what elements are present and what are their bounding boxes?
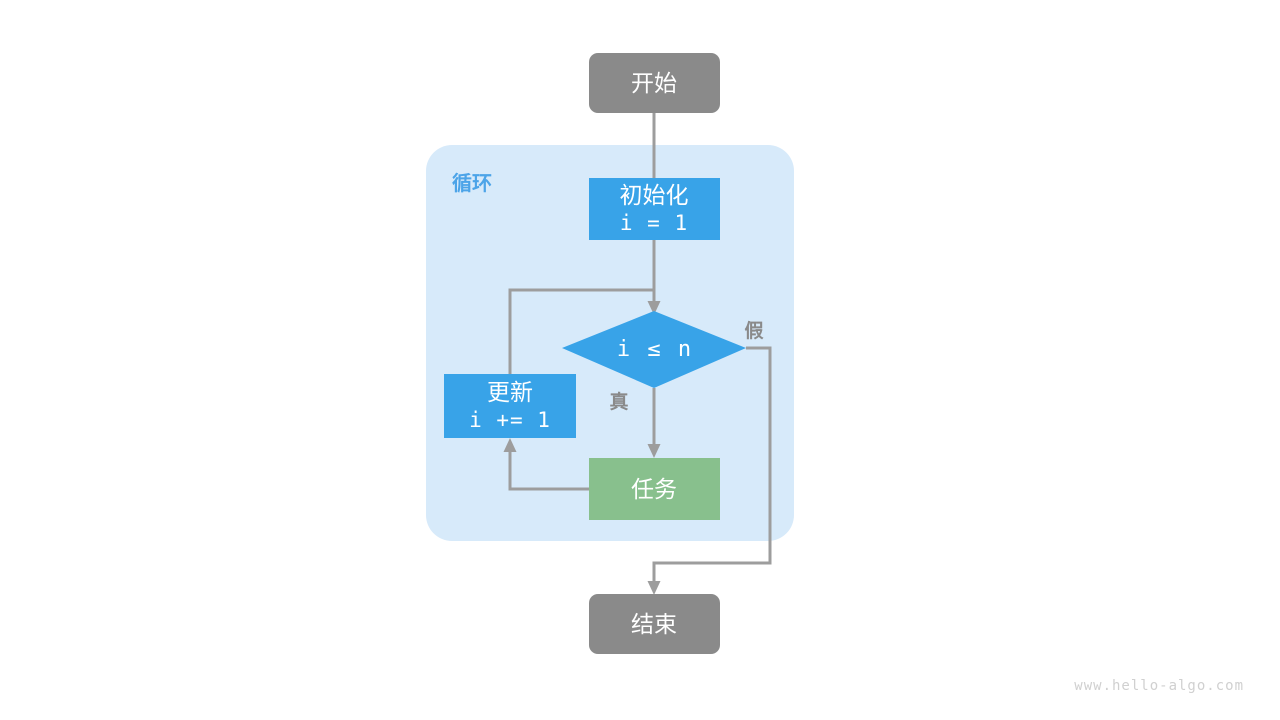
edge-task-to-update — [503, 438, 589, 491]
node-init-shape — [589, 178, 720, 240]
node-start[interactable]: 开始 — [589, 53, 720, 113]
node-init-code: i = 1 — [620, 211, 688, 235]
node-end-shape — [589, 594, 720, 654]
node-update-code: i += 1 — [469, 408, 551, 432]
edge-label-true: 真 — [609, 390, 628, 413]
edge-cond-to-end — [647, 346, 772, 595]
node-start-shape — [589, 53, 720, 113]
node-task-label: 任务 — [631, 476, 677, 502]
node-condition-code: i ≤ n — [617, 337, 693, 362]
node-task-shape — [589, 458, 720, 520]
loop-group-label: 循环 — [452, 171, 492, 195]
edge-update-to-cond — [508, 288, 654, 374]
node-task[interactable]: 任务 — [589, 458, 720, 520]
node-init-label: 初始化 — [620, 182, 689, 208]
node-end-label: 结束 — [631, 611, 677, 637]
node-update[interactable]: 更新 i += 1 — [444, 374, 576, 438]
node-update-shape — [444, 374, 576, 438]
node-init[interactable]: 初始化 i = 1 — [589, 178, 720, 240]
node-start-label: 开始 — [631, 70, 677, 96]
node-end[interactable]: 结束 — [589, 594, 720, 654]
edge-init-to-cond — [647, 240, 661, 315]
node-condition[interactable]: i ≤ n — [562, 311, 746, 388]
node-update-label: 更新 — [487, 379, 533, 405]
edge-label-false: 假 — [744, 319, 763, 342]
watermark-label: www.hello-algo.com — [1074, 678, 1244, 694]
node-condition-shape — [562, 311, 746, 388]
edge-cond-to-task — [647, 388, 661, 458]
